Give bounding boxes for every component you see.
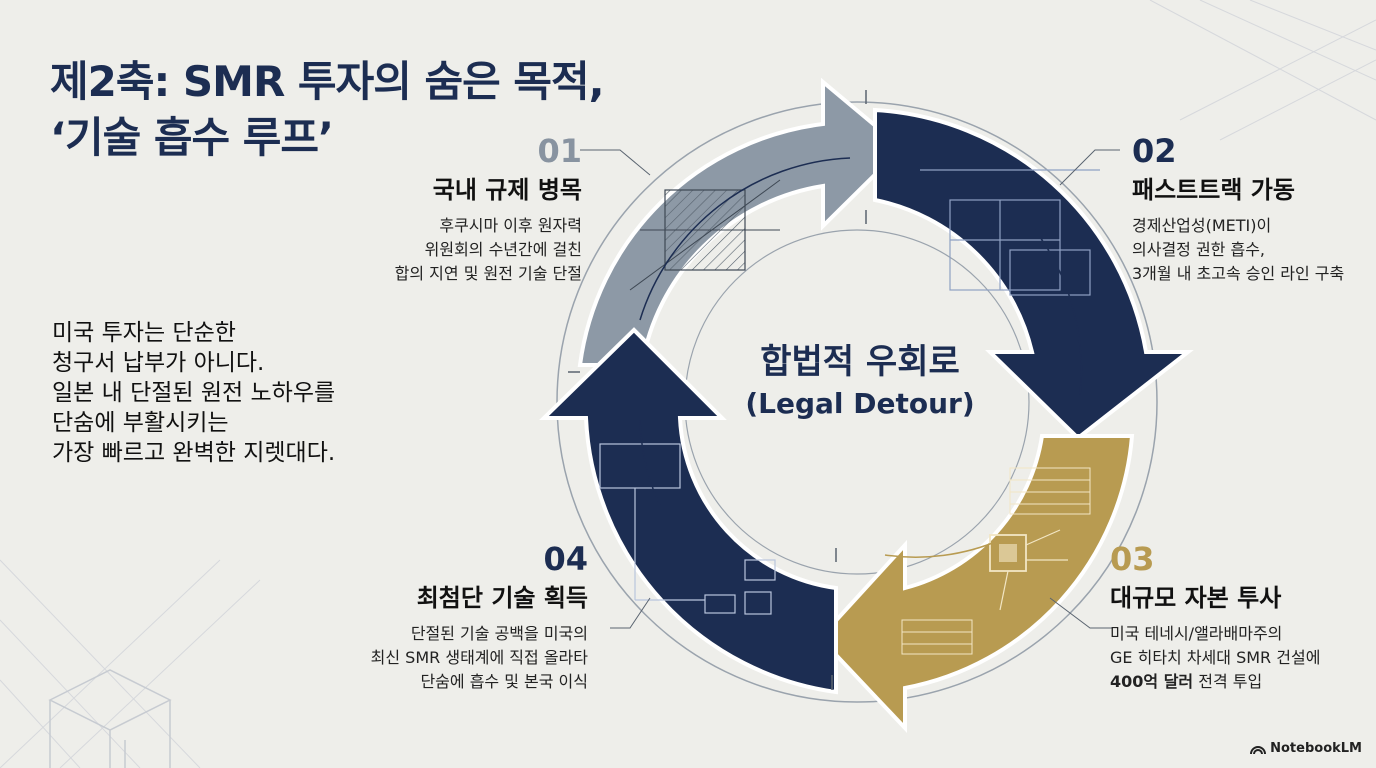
step-description-line: 위원회의 수년간에 걸친	[424, 240, 582, 259]
title-line-2: ‘기술 흡수 루프’	[50, 113, 334, 162]
step-number: 02	[1132, 132, 1177, 170]
step-description: 미국 테네시/앨라배마주의 GE 히타치 차세대 SMR 건설에 400억 달러…	[1110, 622, 1360, 694]
chip-icon	[989, 529, 1068, 611]
step-heading: 국내 규제 병목	[432, 176, 582, 204]
data-table-icon	[901, 467, 1091, 655]
center-label-english: (Legal Detour)	[745, 387, 975, 420]
step-description-line: 미국 테네시/앨라배마주의	[1110, 624, 1283, 643]
step-heading: 대규모 자본 투사	[1110, 584, 1282, 612]
cycle-segment-02	[873, 107, 1194, 441]
step-description-line: 의사결정 권한 흡수,	[1132, 240, 1266, 259]
step-description-line: 경제산업성(METI)이	[1132, 216, 1272, 235]
step-number: 04	[543, 540, 588, 578]
intro-line: 청구서 납부가 아니다.	[52, 350, 265, 376]
investment-amount: 400억 달러	[1110, 672, 1194, 691]
step-03: 03 대규모 자본 투사 미국 테네시/앨라배마주의 GE 히타치 차세대 SM…	[1110, 540, 1360, 694]
isometric-block-icon	[48, 669, 172, 768]
investment-suffix: 전격 투입	[1193, 672, 1263, 691]
cycle-segment-03	[817, 434, 1135, 734]
step-description: 후쿠시마 이후 원자력 위원회의 수년간에 걸친 합의 지연 및 원전 기술 단…	[352, 214, 582, 286]
brand-name: NotebookLM	[1270, 741, 1362, 756]
step-02: 02 패스트트랙 가동 경제산업성(METI)이 의사결정 권한 흡수, 3개월…	[1132, 132, 1372, 286]
step-description-line: 후쿠시마 이후 원자력	[439, 216, 582, 235]
page-title: 제2축: SMR 투자의 숨은 목적, ‘기술 흡수 루프’	[50, 54, 605, 166]
outer-ring	[556, 101, 1158, 703]
step-number: 03	[1110, 540, 1155, 578]
step-description-line: 단숨에 흡수 및 본국 이식	[420, 672, 588, 691]
cycle-segment-04	[539, 327, 838, 695]
title-line-1: 제2축: SMR 투자의 숨은 목적,	[50, 57, 605, 106]
blueprint-hatch-icon	[629, 179, 781, 291]
leader-lines	[580, 149, 1120, 629]
cycle-segment-01	[577, 77, 905, 367]
step-heading: 최첨단 기술 획득	[416, 584, 588, 612]
step-description: 단절된 기술 공백을 미국의 최신 SMR 생태계에 직접 올라타 단숨에 흡수…	[352, 622, 588, 694]
step-description: 경제산업성(METI)이 의사결정 권한 흡수, 3개월 내 초고속 승인 라인…	[1132, 214, 1372, 286]
notebooklm-logo-icon	[1250, 745, 1267, 754]
intro-text: 미국 투자는 단순한 청구서 납부가 아니다. 일본 내 단절된 원전 노하우를…	[52, 318, 392, 468]
step-description-line: 3개월 내 초고속 승인 라인 구축	[1132, 264, 1345, 283]
step-description-line: 합의 지연 및 원전 기술 단절	[394, 264, 582, 283]
intro-line: 미국 투자는 단순한	[52, 320, 236, 346]
step-description-line: 400억 달러 전격 투입	[1110, 670, 1360, 694]
step-description-line: GE 히타치 차세대 SMR 건설에	[1110, 648, 1321, 667]
blueprint-plan-icon	[920, 169, 1100, 296]
intro-line: 가장 빠르고 완벽한 지렛대다.	[52, 440, 336, 466]
inner-flow-arrows	[639, 157, 1083, 566]
step-description-line: 단절된 기술 공백을 미국의	[410, 624, 588, 643]
intro-line: 단숨에 부활시키는	[52, 410, 229, 436]
brand-watermark: NotebookLM	[1250, 741, 1362, 756]
intro-line: 일본 내 단절된 원전 노하우를	[52, 380, 336, 406]
center-label-korean: 합법적 우회로	[760, 342, 960, 382]
step-number: 01	[537, 132, 582, 170]
flowchart-icon	[599, 443, 776, 615]
ring-ticks	[568, 90, 867, 690]
step-04: 04 최첨단 기술 획득 단절된 기술 공백을 미국의 최신 SMR 생태계에 …	[352, 540, 588, 694]
step-heading: 패스트트랙 가동	[1132, 176, 1295, 204]
step-01: 01 국내 규제 병목 후쿠시마 이후 원자력 위원회의 수년간에 걸친 합의 …	[352, 132, 582, 286]
center-label: 합법적 우회로 (Legal Detour)	[690, 340, 1030, 424]
step-description-line: 최신 SMR 생태계에 직접 올라타	[370, 648, 588, 667]
